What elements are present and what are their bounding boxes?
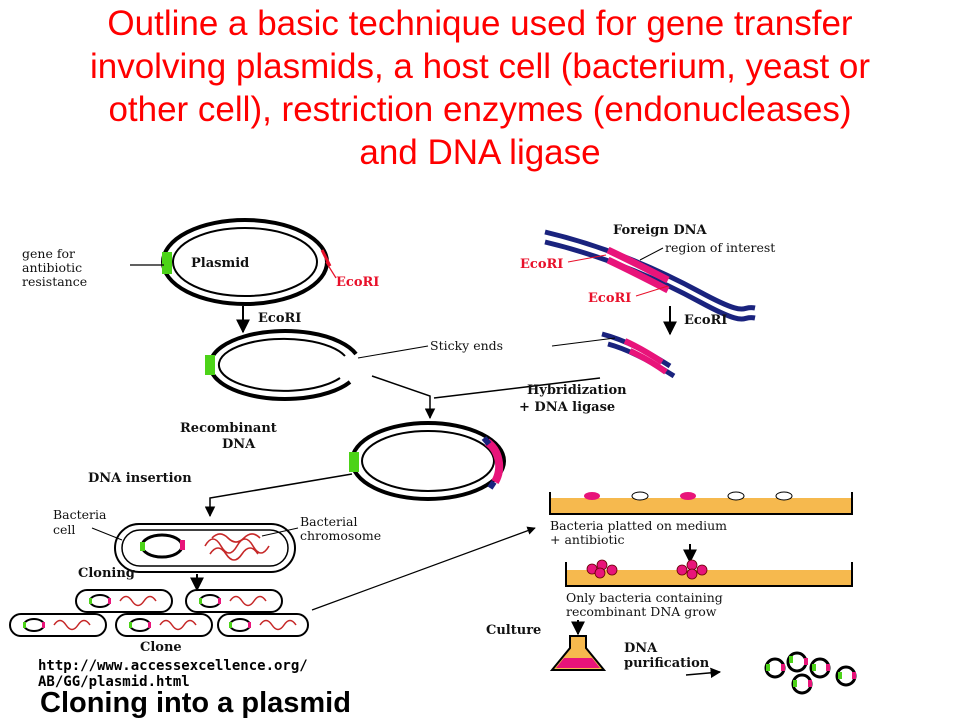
insertion-arrow: [204, 473, 353, 518]
ecori-arrow-left-label: EcoRI: [258, 311, 301, 326]
hybridization-label: Hybridization: [527, 383, 627, 398]
clone-cells-markers: [23, 598, 251, 628]
clone-label: Clone: [140, 640, 182, 655]
dna-fragment-icon: [601, 331, 676, 379]
plasmid-ecori-label: EcoRI: [336, 275, 379, 290]
recombinant-label: Recombinant: [180, 421, 277, 436]
dna-purification-label-2: purification: [624, 656, 710, 671]
only-bacteria-label-2: recombinant DNA grow: [566, 604, 717, 619]
only-bacteria-label-1: Only bacteria containing: [566, 590, 723, 605]
gene-cloning-diagram: gene for antibiotic resistance Plasmid E…: [9, 218, 857, 719]
region-pointer: [639, 247, 664, 261]
flask-icon: [549, 635, 607, 671]
title-line-2: involving plasmids, a host cell (bacteri…: [89, 47, 871, 86]
foreign-ecori-label-2: EcoRI: [588, 291, 631, 306]
sticky-pointer-right: [551, 337, 616, 347]
merge-arrow-left: [371, 375, 436, 420]
plate-arrow: [311, 526, 536, 611]
plate-1-icon: [549, 491, 853, 515]
platted-label-1: Bacteria platted on medium: [550, 518, 727, 533]
culture-label: Culture: [486, 623, 541, 638]
foreign-ecori-label-1: EcoRI: [520, 257, 563, 272]
recombinant-plasmid-icon: [349, 421, 506, 501]
ecori-pointer: [325, 261, 337, 279]
diagram-caption: Cloning into a plasmid: [40, 687, 351, 719]
foreign-dna-label: Foreign DNA: [613, 223, 707, 238]
recombinant-dna-label: DNA: [222, 437, 256, 452]
purification-arrow: [685, 667, 722, 679]
purified-plasmids-icon: [764, 651, 857, 695]
source-url-line-2: AB/GG/plasmid.html: [38, 674, 190, 690]
title-line-1: Outline a basic technique used for gene …: [107, 4, 853, 43]
plasmid-label: Plasmid: [191, 256, 249, 271]
resistance-label: resistance: [22, 274, 87, 289]
sticky-pointer-left: [357, 345, 429, 359]
cell-label: cell: [53, 522, 75, 537]
bacteria-label: Bacteria: [53, 507, 107, 522]
sticky-ends-label: Sticky ends: [430, 338, 503, 353]
region-of-interest-label: region of interest: [665, 240, 775, 255]
source-url-line-1: http://www.accessexcellence.org/: [38, 658, 308, 674]
merge-arrow-right: [433, 377, 601, 399]
chromosome-label: chromosome: [300, 528, 381, 543]
title-line-4: and DNA ligase: [359, 133, 601, 172]
plasmid-icon: [161, 218, 332, 306]
cloning-label: Cloning: [78, 566, 135, 581]
ecori-pointer-1: [567, 254, 607, 263]
dna-purification-label-1: DNA: [624, 641, 658, 656]
bacteria-cell-icon: [114, 523, 296, 573]
platted-label-2: + antibiotic: [550, 532, 625, 547]
dna-insertion-label: DNA insertion: [88, 471, 192, 486]
ecori-pointer-2: [635, 285, 669, 297]
chromosome-pointer: [261, 527, 299, 537]
cut-plasmid-icon: [205, 329, 358, 402]
clone-cells-icon: [9, 589, 309, 637]
gene-label: gene for: [22, 246, 75, 261]
plate-2-icon: [565, 559, 853, 587]
cell-pointer: [91, 527, 123, 541]
bacterial-label: Bacterial: [300, 514, 357, 529]
foreign-dna-icon: [544, 229, 756, 322]
slide-title: Outline a basic technique used for gene …: [0, 2, 960, 174]
antibiotic-label: antibiotic: [22, 260, 82, 275]
dna-ligase-label: + DNA ligase: [519, 400, 615, 415]
ecori-arrow-right-label: EcoRI: [684, 313, 727, 328]
title-line-3: other cell), restriction enzymes (endonu…: [108, 90, 852, 129]
